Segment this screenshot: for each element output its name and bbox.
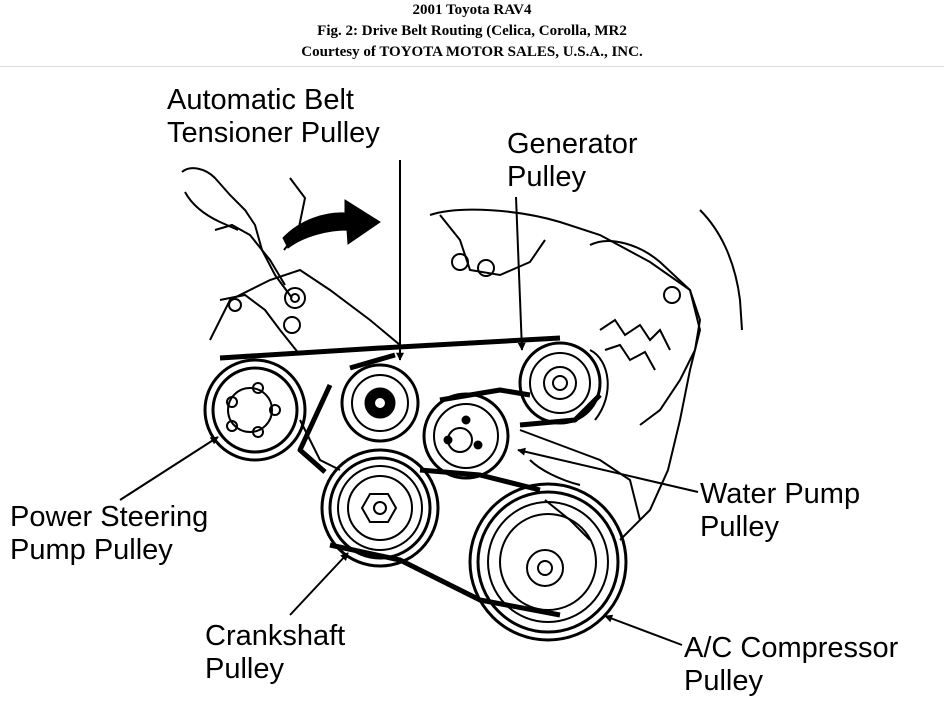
header-courtesy: Courtesy of TOYOTA MOTOR SALES, U.S.A., …: [301, 44, 643, 60]
tensioner-pulley-label: Automatic Belt Tensioner Pulley: [167, 84, 380, 149]
ac-compressor-pulley: [468, 482, 628, 642]
power-steering-pump-pulley-label: Power Steering Pump Pulley: [10, 501, 209, 566]
header-title: 2001 Toyota RAV4: [412, 2, 532, 18]
crankshaft-pulley-label: Crankshaft Pulley: [205, 620, 346, 685]
water-pump-leader: [517, 447, 699, 493]
power-steering-pump-pulley: [203, 358, 307, 462]
leader-lines: [119, 160, 699, 646]
water-pump-pulley: [422, 392, 510, 480]
header-figure-caption: Fig. 2: Drive Belt Routing (Celica, Coro…: [317, 23, 627, 39]
engine-outline: [209, 208, 702, 541]
crankshaft-leader: [289, 552, 349, 616]
rotation-direction-arrow: [282, 199, 381, 249]
crankshaft-pulley: [320, 448, 440, 568]
belt-routing-diagram: [119, 160, 743, 646]
tensioner-pulley: [340, 363, 420, 443]
generator-pulley-label: Generator Pulley: [507, 128, 638, 193]
generator-leader: [515, 196, 526, 351]
power-steering-leader: [119, 436, 219, 501]
generator-pulley: [518, 341, 609, 425]
alternator-body: [589, 209, 743, 426]
ac-compressor-leader: [604, 614, 683, 646]
water-pump-pulley-label: Water Pump Pulley: [700, 478, 861, 543]
ac-compressor-pulley-label: A/C Compressor Pulley: [684, 632, 899, 697]
header-divider: [0, 66, 944, 67]
figure-header: 2001 Toyota RAV4 Fig. 2: Drive Belt Rout…: [0, 0, 944, 66]
